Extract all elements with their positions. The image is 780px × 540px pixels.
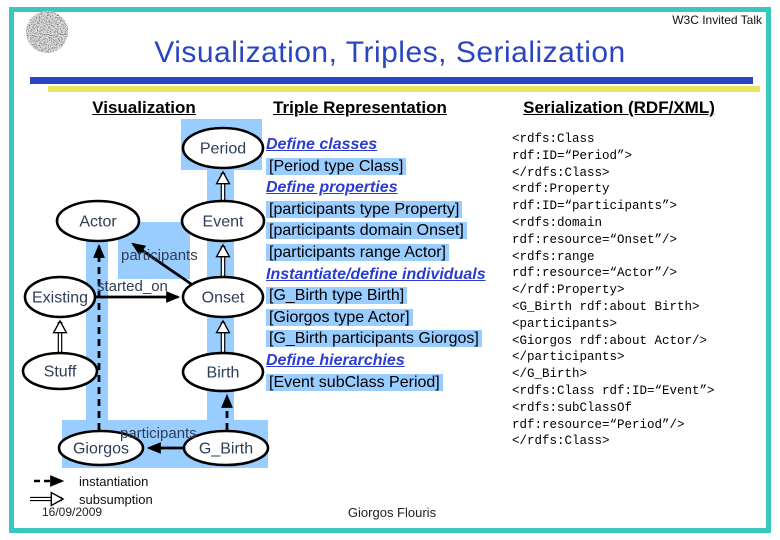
- code-line: <rdf:Property: [512, 182, 610, 197]
- node-onset: Onset: [181, 275, 265, 319]
- triple-heading: Define classes: [266, 136, 378, 153]
- edge-label-started_on: started_on: [97, 278, 168, 295]
- code-line: rdf:resource=“Actor”/>: [512, 266, 678, 281]
- code-line: <G_Birth rdf:about Birth>: [512, 299, 700, 314]
- triple-item: [Giorgos type Actor]: [266, 307, 486, 329]
- column-header-triples: Triple Representation: [273, 98, 447, 117]
- node-birth: Birth: [181, 351, 265, 393]
- triple-heading: Define hierarchies: [266, 351, 405, 369]
- triple-heading: Define properties: [266, 179, 398, 197]
- triple-item: [G_Birth participants Giorgos]: [266, 328, 486, 350]
- node-period: Period: [181, 126, 265, 170]
- node-label-event: Event: [203, 214, 244, 231]
- code-line: <rdfs:Class: [512, 132, 595, 146]
- triple-item: [Period type Class]: [266, 156, 486, 178]
- column-header-serialization: Serialization (RDF/XML): [523, 98, 715, 117]
- node-label-actor: Actor: [79, 214, 117, 231]
- footer-author: Giorgos Flouris: [347, 505, 437, 520]
- triple-item: [Event subClass Period]: [266, 372, 486, 394]
- code-line: <rdfs:range: [512, 249, 595, 264]
- corner-label: W3C Invited Talk: [672, 13, 762, 27]
- node-stuff: Stuff: [21, 351, 99, 391]
- legend-label-instantiation: instantiation: [79, 474, 148, 489]
- code-line: rdf:resource=“Onset”/>: [512, 232, 678, 247]
- edge-label-participants: participants: [121, 247, 198, 264]
- code-line: rdf:ID=“Period”>: [512, 148, 633, 163]
- node-g_birth: G_Birth: [182, 429, 270, 467]
- node-label-existing: Existing: [32, 290, 88, 307]
- code-line: </rdf:Property>: [512, 283, 625, 298]
- code-line: <rdfs:domain: [512, 215, 603, 230]
- node-label-giorgos: Giorgos: [73, 441, 129, 458]
- page-title: Visualization, Triples, Serialization: [154, 36, 626, 69]
- triple-item: [participants type Property]: [266, 199, 486, 221]
- code-line: </participants>: [512, 350, 625, 365]
- node-ellipse-actor: [55, 199, 141, 243]
- edge-property-onset-actor: [131, 242, 198, 290]
- title-divider-yellow: [48, 86, 760, 92]
- node-label-g_birth: G_Birth: [199, 441, 253, 458]
- column-header-visualization: Visualization: [92, 98, 196, 117]
- legend-label-subsumption: subsumption: [79, 492, 153, 507]
- code-line: </rdfs:Class>: [512, 165, 610, 180]
- node-ellipse-existing: [23, 275, 97, 319]
- forth-seal-logo-icon: [26, 11, 68, 53]
- node-ellipse-stuff: [21, 351, 99, 391]
- slide-border: [9, 7, 771, 533]
- node-ellipse-period: [181, 126, 265, 170]
- code-line: rdf:resource=“Period”/>: [512, 417, 685, 432]
- node-actor: Actor: [55, 199, 141, 243]
- triple-item: [participants range Actor]: [266, 242, 486, 264]
- node-ellipse-event: [180, 199, 266, 243]
- node-ellipse-birth: [181, 351, 265, 393]
- highlight-band-left: [86, 238, 108, 422]
- node-ellipse-giorgos: [57, 429, 145, 467]
- triple-item: [G_Birth type Birth]: [266, 285, 486, 307]
- code-line: <rdfs:subClassOf: [512, 400, 633, 415]
- code-line: <rdfs:Class rdf:ID=“Event”>: [512, 383, 715, 398]
- code-line: <Giorgos rdf:about Actor/>: [512, 333, 708, 348]
- node-label-birth: Birth: [207, 365, 240, 382]
- footer-date: 16/09/2009: [42, 505, 103, 519]
- node-label-stuff: Stuff: [44, 364, 77, 381]
- code-line: <participants>: [512, 316, 618, 331]
- edge-label-participants: participants: [120, 425, 197, 442]
- code-line: </G_Birth>: [512, 367, 588, 382]
- node-label-onset: Onset: [202, 290, 245, 307]
- node-ellipse-g_birth: [182, 429, 270, 467]
- node-label-period: Period: [200, 141, 246, 158]
- code-line: rdf:ID=“participants”>: [512, 199, 678, 214]
- node-event: Event: [180, 199, 266, 243]
- code-line: </rdfs:Class>: [512, 434, 610, 449]
- triple-heading: Instantiate/define individuals: [266, 265, 486, 283]
- serialization-code: <rdfs:Class rdf:ID=“Period”> </rdfs:Class>…: [512, 131, 715, 450]
- node-ellipse-onset: [181, 275, 265, 319]
- title-divider-blue: [30, 77, 753, 84]
- node-giorgos: Giorgos: [57, 429, 145, 467]
- node-existing: Existing: [23, 275, 97, 319]
- triple-list: Define classes[Period type Class]Define …: [266, 134, 486, 393]
- triple-item: [participants domain Onset]: [266, 220, 486, 242]
